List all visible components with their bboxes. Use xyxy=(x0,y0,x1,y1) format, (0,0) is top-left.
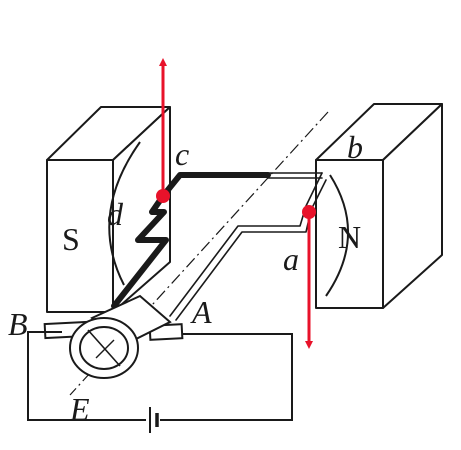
s-pole-face-arc xyxy=(108,141,141,286)
n-magnet-front-face xyxy=(315,159,384,309)
coil xyxy=(111,172,327,321)
commutator-split-2 xyxy=(95,339,115,359)
coil-side-ba-inner xyxy=(175,179,327,321)
label-c: c xyxy=(175,136,189,172)
commutator xyxy=(43,294,184,379)
label-b: b xyxy=(347,129,363,165)
label-a: a xyxy=(283,241,299,277)
circuit-wire-right xyxy=(160,333,293,421)
watermark: 头条 @同步物理 xyxy=(362,426,457,442)
label-n-pole: N xyxy=(338,219,361,255)
s-magnet-front-face xyxy=(46,159,114,313)
force-arrows xyxy=(156,58,316,349)
external-circuit xyxy=(27,331,293,433)
force-point-d xyxy=(156,189,170,203)
commutator-split xyxy=(87,329,121,367)
force-point-a xyxy=(302,205,316,219)
n-pole-face-arc xyxy=(325,174,349,297)
label-B: B xyxy=(8,306,28,342)
label-s-pole: S xyxy=(62,221,80,257)
label-A: A xyxy=(190,294,212,330)
label-d: d xyxy=(107,196,124,232)
n-magnet xyxy=(315,103,443,309)
coil-side-c xyxy=(160,172,271,199)
label-E: E xyxy=(69,391,90,427)
coil-side-ba-outer xyxy=(169,172,323,317)
commutator-ring-inner xyxy=(79,326,129,370)
s-magnet xyxy=(46,106,171,313)
circuit-wire-left xyxy=(27,331,146,421)
coil-side-d xyxy=(111,193,169,309)
